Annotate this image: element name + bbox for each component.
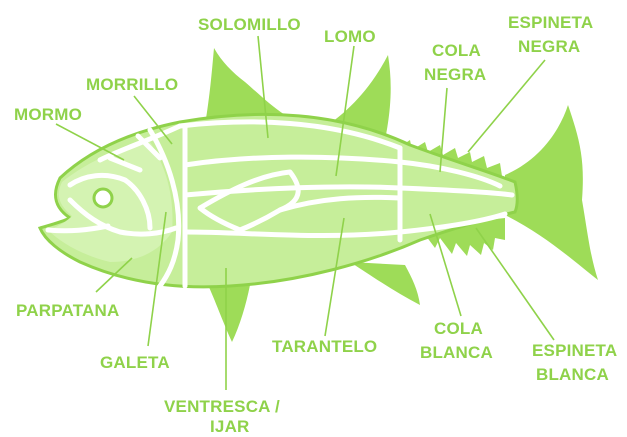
label-lomo: LOMO (324, 27, 376, 46)
label-mormo: MORMO (14, 105, 82, 124)
label-cola-blanca-line1: COLA (434, 319, 483, 338)
label-cola-negra-line2: NEGRA (424, 65, 486, 84)
label-ventresca-line2: IJAR (210, 417, 250, 436)
label-cola-negra-line1: COLA (432, 41, 481, 60)
label-tarantelo: TARANTELO (272, 337, 377, 356)
label-espineta-blanca-line2: BLANCA (536, 365, 609, 384)
label-morrillo: MORRILLO (86, 75, 178, 94)
eye-icon (94, 189, 112, 207)
label-cola-blanca-line2: BLANCA (420, 343, 493, 362)
tail-fin (505, 105, 598, 280)
label-galeta: GALETA (100, 353, 170, 372)
label-ventresca-line1: VENTRESCA / (164, 397, 280, 416)
label-espineta-negra-line1: ESPINETA (508, 13, 593, 32)
anal-fin (350, 262, 420, 305)
label-espineta-blanca-line1: ESPINETA (532, 341, 617, 360)
label-solomillo: SOLOMILLO (198, 15, 301, 34)
label-espineta-negra-line2: NEGRA (518, 37, 580, 56)
label-parpatana: PARPATANA (16, 301, 119, 320)
pelvic-fin (208, 285, 250, 342)
